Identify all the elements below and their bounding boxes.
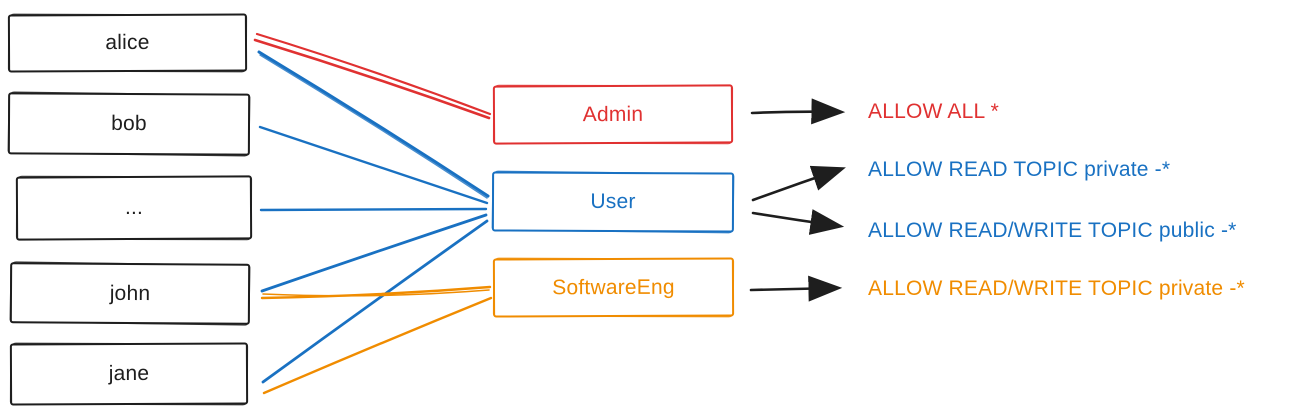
edge-alice-admin bbox=[253, 32, 492, 120]
edge-john-softwareeng bbox=[260, 285, 492, 300]
permission-readwrite-public: ALLOW READ/WRITE TOPIC public -* bbox=[868, 219, 1237, 242]
user-box-ellipsis: ... bbox=[15, 175, 253, 241]
user-box-john: john bbox=[9, 262, 251, 325]
permission-read-private: ALLOW READ TOPIC private -* bbox=[868, 158, 1171, 181]
user-box-jane: jane bbox=[9, 342, 249, 406]
user-label: ... bbox=[124, 195, 144, 220]
permission-allow-all: ALLOW ALL * bbox=[868, 100, 999, 123]
role-box-admin: Admin bbox=[492, 84, 734, 145]
edge-jane-softwareeng bbox=[262, 296, 493, 395]
user-label: bob bbox=[111, 111, 147, 136]
role-box-user: User bbox=[491, 171, 735, 233]
edge-dots-user bbox=[259, 207, 488, 212]
edge-alice-user bbox=[257, 50, 490, 199]
role-label: Admin bbox=[582, 102, 644, 126]
permission-readwrite-private: ALLOW READ/WRITE TOPIC private -* bbox=[868, 277, 1245, 300]
edge-bob-user bbox=[258, 125, 489, 205]
arrow-softwareeng-permission bbox=[749, 275, 843, 302]
user-label: john bbox=[109, 281, 151, 305]
role-box-softwareeng: SoftwareEng bbox=[492, 257, 735, 318]
role-label: User bbox=[590, 189, 636, 214]
arrow-user-permission-read bbox=[751, 165, 846, 202]
role-label: SoftwareEng bbox=[552, 275, 675, 299]
user-box-bob: bob bbox=[7, 92, 251, 156]
user-box-alice: alice bbox=[7, 13, 248, 73]
edge-jane-user bbox=[261, 219, 489, 384]
edge-john-user bbox=[260, 213, 488, 293]
arrow-admin-permission bbox=[750, 98, 846, 125]
arrow-user-permission-readwrite bbox=[751, 209, 845, 235]
user-label: alice bbox=[105, 30, 150, 55]
user-label: jane bbox=[108, 361, 150, 386]
